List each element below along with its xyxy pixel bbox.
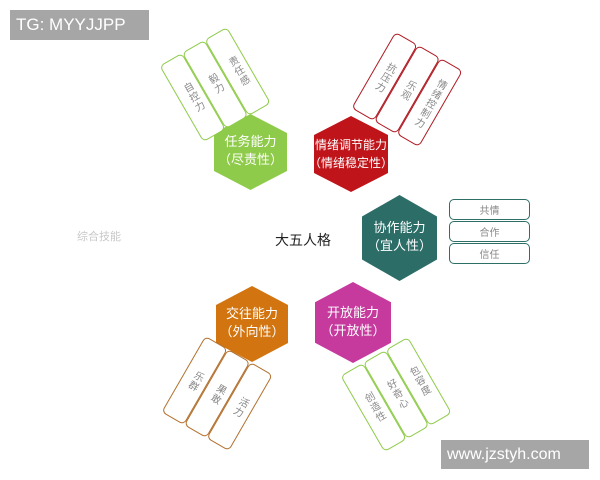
- node-title: 情绪调节能力: [314, 138, 387, 152]
- node-subtitle: （开放性）: [320, 323, 386, 339]
- node-title: 开放能力: [326, 305, 379, 321]
- node-subtitle: （情绪稳定性）: [309, 156, 394, 170]
- hex-node-openness: 开放能力 （开放性）: [315, 282, 391, 363]
- watermark-bottom-right: www.jzstyh.com: [441, 440, 589, 469]
- trait-card: 共情: [449, 199, 530, 220]
- trait-card: 信任: [449, 243, 530, 264]
- node-title: 协作能力: [373, 221, 426, 236]
- watermark-top-left: TG: MYYJJPP: [10, 10, 149, 40]
- center-label: 大五人格: [275, 233, 331, 249]
- node-title: 交往能力: [225, 307, 278, 322]
- hex-node-agreeableness: 协作能力 （宜人性）: [362, 195, 437, 281]
- node-subtitle: （宜人性）: [366, 239, 432, 254]
- node-subtitle: （外向性）: [219, 325, 285, 340]
- node-subtitle: （尽责性）: [217, 153, 283, 168]
- node-title: 任务能力: [224, 135, 277, 150]
- hex-node-emotional-stability: 情绪调节能力 （情绪稳定性）: [314, 116, 388, 192]
- trait-card: 合作: [449, 221, 530, 242]
- side-label: 综合技能: [77, 230, 121, 243]
